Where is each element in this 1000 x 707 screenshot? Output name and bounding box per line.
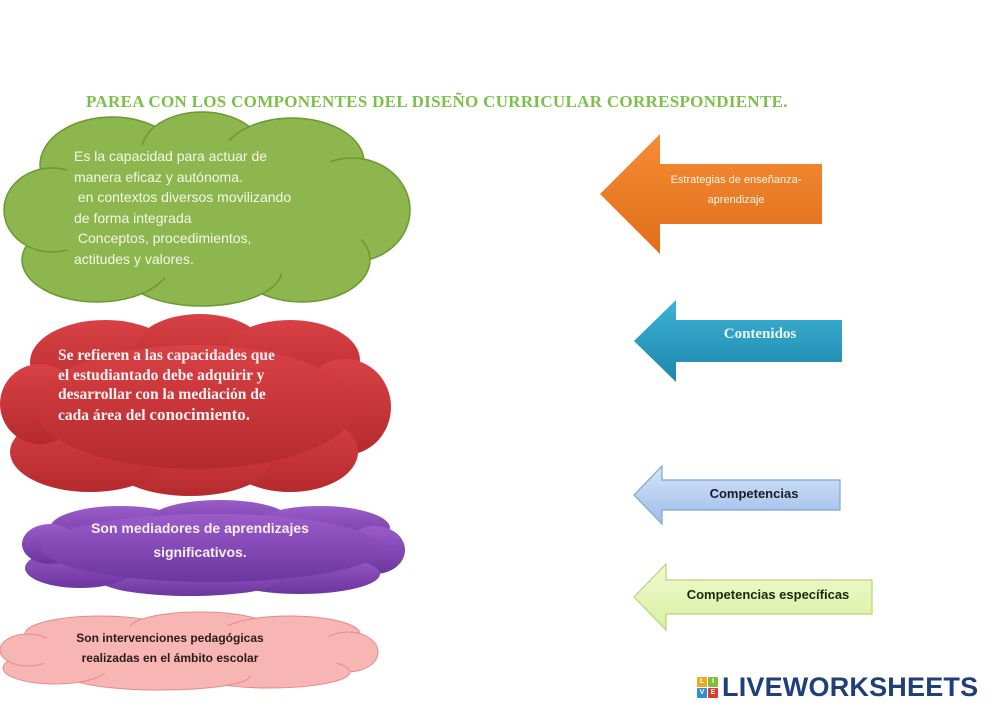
text-line: de forma integrada	[74, 209, 192, 226]
text-line: Es la capacidad para actuar de	[74, 148, 268, 164]
left-arrow-icon	[633, 464, 841, 526]
answer-arrow-competencias[interactable]: Competencias	[632, 464, 844, 526]
text-line: desarrollar con la mediación de	[58, 386, 266, 403]
cloud-shape	[0, 314, 391, 496]
left-arrow-icon	[634, 300, 842, 382]
answer-arrow-estrategias[interactable]: Estrategias de enseñanza- aprendizaje	[598, 132, 824, 256]
cloud-shape	[0, 611, 379, 691]
left-arrow-icon	[600, 134, 822, 254]
text-fragment: cada área del	[58, 406, 150, 424]
cloud-text: Es la capacidad para actuar de manera ef…	[74, 146, 291, 269]
definition-cloud-red[interactable]: Se refieren a las capacidades que el est…	[0, 312, 392, 498]
arrow-label: Estrategias de enseñanza- aprendizaje	[648, 170, 824, 210]
text-line: en contextos diversos movilizando	[74, 189, 292, 205]
worksheet-title: Parea con los componentes del diseño cur…	[86, 92, 788, 111]
text-line: Son intervenciones pedagógicas	[76, 631, 264, 645]
logo-tile: E	[708, 687, 718, 698]
cloud-shape	[3, 111, 411, 307]
label-line: aprendizaje	[707, 194, 765, 206]
live-tiles-icon: L I V E	[697, 676, 718, 698]
cloud-text: Se refieren a las capacidades que el est…	[58, 346, 275, 425]
logo-tile: I	[708, 676, 718, 687]
arrow-label: Competencias específicas	[686, 587, 850, 602]
logo-text: LIVEWORKSHEETS	[722, 671, 979, 702]
definition-cloud-pink[interactable]: Son intervenciones pedagógicas realizada…	[0, 610, 382, 692]
cloud-text: Son intervenciones pedagógicas realizada…	[0, 628, 340, 668]
text-line: Conceptos, procedimientos,	[74, 230, 252, 246]
emphasis-word: conocimiento.	[149, 404, 250, 424]
logo-tile: V	[697, 687, 707, 698]
definition-cloud-green[interactable]: Es la capacidad para actuar de manera ef…	[2, 110, 414, 310]
text-line: realizadas en el ámbito escolar	[81, 651, 259, 665]
arrow-label: Competencias	[709, 486, 799, 501]
liveworksheets-logo: L I V E LIVEWORKSHEETS	[697, 672, 978, 702]
text-line: significativos.	[153, 544, 247, 560]
text-line: actitudes y valores.	[74, 250, 194, 267]
text-line: Se refieren a las capacidades que	[58, 347, 275, 364]
text-line: manera eficaz y autónoma.	[74, 168, 243, 185]
left-arrow-icon	[633, 562, 873, 632]
answer-arrow-contenidos[interactable]: Contenidos	[632, 298, 844, 384]
definition-cloud-purple[interactable]: Son mediadores de aprendizajes significa…	[20, 498, 408, 598]
text-line: el estudiantado debe adquirir y	[58, 366, 265, 384]
text-line: Son mediadores de aprendizajes	[91, 520, 309, 536]
cloud-text: Son mediadores de aprendizajes significa…	[20, 516, 380, 564]
text-line: cada área del conocimiento.	[58, 405, 275, 426]
arrow-label: Contenidos	[723, 326, 797, 342]
logo-tile: L	[697, 676, 707, 687]
answer-arrow-competencias-especificas[interactable]: Competencias específicas	[632, 562, 876, 632]
cloud-shape	[22, 500, 405, 596]
label-line: Estrategias de enseñanza-	[670, 174, 802, 186]
